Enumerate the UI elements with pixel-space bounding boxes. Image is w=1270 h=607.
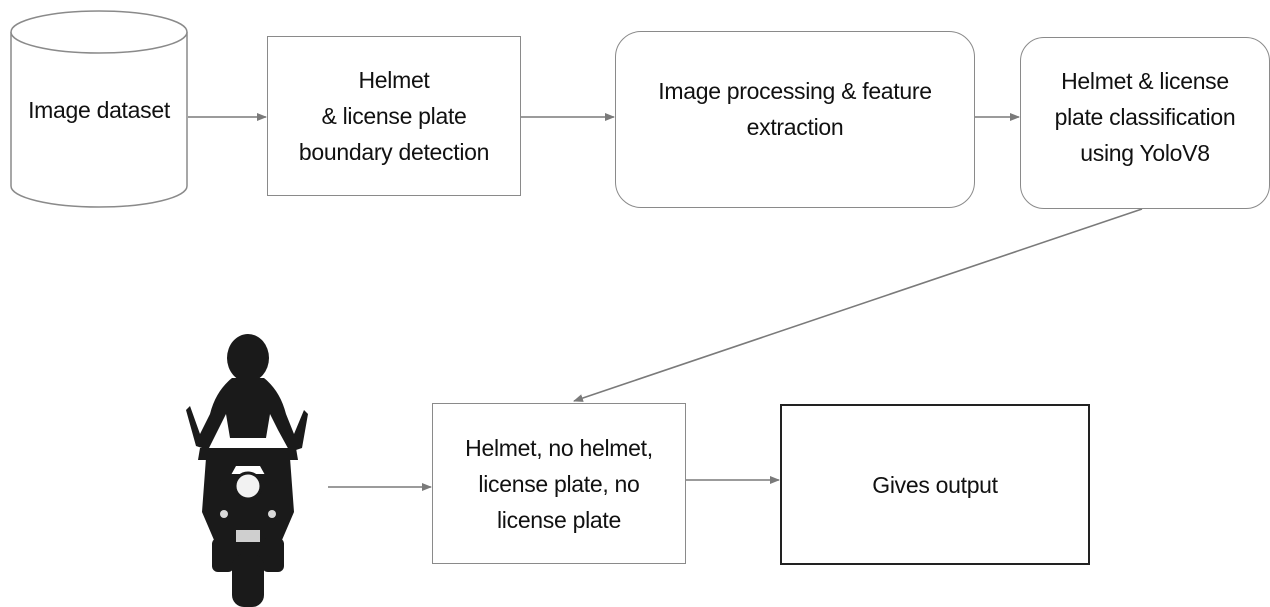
node-label-line: boundary detection xyxy=(298,139,490,165)
node-label-line: extraction xyxy=(746,113,844,140)
edge-classification-to-results xyxy=(573,208,1143,402)
node-label-line: license plate, no xyxy=(478,470,640,497)
node-label-line: Helmet & license xyxy=(1061,68,1229,94)
node-label: Helmet, no helmet, license plate, no lic… xyxy=(465,430,653,538)
node-label-line: plate classification xyxy=(1054,104,1236,130)
node-label: Image processing & feature extraction xyxy=(658,73,932,145)
node-classification: Helmet & license plate classification us… xyxy=(1020,37,1270,209)
node-detection-results: Helmet, no helmet, license plate, no lic… xyxy=(432,403,686,564)
node-label-line: Helmet xyxy=(358,67,430,93)
node-label-line: using YoloV8 xyxy=(1080,140,1210,166)
node-label-line: & license plate xyxy=(321,103,467,129)
node-label: Helmet & license plate classification us… xyxy=(1055,63,1236,171)
node-label-line: Helmet, no helmet, xyxy=(465,434,653,461)
node-image-dataset: Image dataset xyxy=(10,10,188,210)
node-boundary-detection: Helmet & license plate boundary detectio… xyxy=(267,36,521,196)
node-image-processing: Image processing & feature extraction xyxy=(615,31,975,208)
node-label-line: Image dataset xyxy=(28,97,170,123)
database-cylinder-icon xyxy=(10,10,188,208)
node-label: Helmet & license plate boundary detectio… xyxy=(298,62,490,170)
node-label-line: Gives output xyxy=(872,471,998,498)
node-label-line: license plate xyxy=(497,506,621,533)
node-label-line: Image processing & feature xyxy=(658,77,932,104)
node-output: Gives output xyxy=(780,404,1090,565)
motorcyclist-icon xyxy=(186,334,308,607)
